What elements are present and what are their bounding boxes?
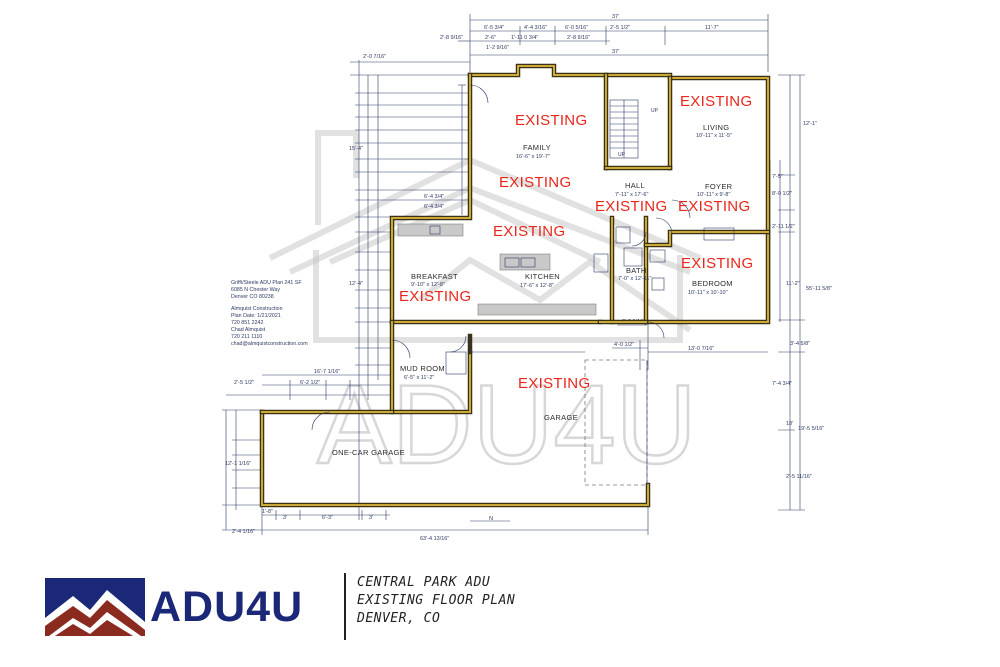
kitchen-room-size: 17'-6" x 12'-8" (520, 283, 554, 289)
svg-text:63'-4 13/16": 63'-4 13/16" (420, 536, 449, 542)
svg-text:37': 37' (612, 14, 619, 20)
svg-text:3'-4 5/8": 3'-4 5/8" (790, 341, 810, 347)
bath-room-name: BATH (626, 266, 647, 275)
svg-text:2'-6": 2'-6" (485, 35, 496, 41)
family-room-size: 16'-6" x 19'-7" (516, 154, 550, 160)
svg-text:4'-4 3/16": 4'-4 3/16" (524, 25, 547, 31)
logo-text: ADU4U (150, 583, 304, 631)
existing-label-hall: EXISTING (595, 198, 667, 215)
stairs: UP UP (609, 99, 659, 159)
info-line-2: 6085 N Chester Way (231, 287, 280, 293)
kitchen-room-name: KITCHEN (525, 272, 560, 281)
svg-text:6'-0 5/16": 6'-0 5/16" (565, 25, 588, 31)
existing-label-foyer: EXISTING (678, 198, 750, 215)
svg-text:6'-5 3/4": 6'-5 3/4" (484, 25, 504, 31)
svg-text:37': 37' (612, 49, 619, 55)
svg-text:19'-5 5/16": 19'-5 5/16" (798, 426, 824, 432)
kitchen-fixtures (397, 223, 735, 375)
svg-text:2'-8 9/16": 2'-8 9/16" (567, 35, 590, 41)
foyer-room-size: 10'-11" x 9'-8" (697, 192, 730, 198)
bedroom-room-size: 10'-11" x 10'-10" (688, 290, 728, 296)
info-line-8: Chad Almquist (231, 327, 266, 333)
existing-label-kitchen: EXISTING (493, 223, 565, 240)
svg-text:4'-0 1/2": 4'-0 1/2" (614, 342, 634, 348)
svg-text:1'-2 9/16": 1'-2 9/16" (486, 45, 509, 51)
svg-text:2'-0 7/16": 2'-0 7/16" (363, 54, 386, 60)
existing-label-family: EXISTING (515, 112, 587, 129)
svg-text:2'-5 1/2": 2'-5 1/2" (234, 380, 254, 386)
bedroom-room-name: BEDROOM (692, 279, 733, 288)
svg-text:16'-7 1/16": 16'-7 1/16" (314, 369, 340, 375)
svg-text:3': 3' (283, 515, 287, 521)
svg-text:6'-4 3/4": 6'-4 3/4" (424, 194, 444, 200)
svg-text:6'-3": 6'-3" (322, 515, 333, 521)
info-line-7: 720 851 2242 (231, 320, 264, 326)
existing-label-breakfast: EXISTING (399, 288, 471, 305)
garage-room-name: GARAGE (544, 413, 578, 422)
svg-text:12'-1 1/16": 12'-1 1/16" (225, 461, 251, 467)
svg-text:18': 18' (786, 421, 793, 427)
svg-text:1'-11 0 3/4": 1'-11 0 3/4" (511, 35, 538, 41)
existing-label-living: EXISTING (680, 93, 752, 110)
existing-label-family-south: EXISTING (499, 174, 571, 191)
svg-text:2'-11 1/2": 2'-11 1/2" (772, 224, 795, 230)
svg-text:7'-5": 7'-5" (772, 174, 783, 180)
svg-text:7'-4 3/4": 7'-4 3/4" (772, 381, 792, 387)
existing-label-garage: EXISTING (518, 375, 590, 392)
title-divider (344, 573, 346, 640)
mud-room-name: MUD ROOM (400, 364, 445, 373)
living-room-size: 10'-11" x 11'-5" (696, 133, 732, 139)
info-line-6: Plan Date: 1/21/2021 (231, 313, 281, 319)
garage-outline (470, 351, 648, 486)
svg-text:1'-8": 1'-8" (262, 509, 273, 515)
title-project-name: CENTRAL PARK ADU (357, 575, 491, 590)
svg-text:2'-4 1/16": 2'-4 1/16" (232, 529, 255, 535)
bath-room-size: 7'-0" x 12'-11" (618, 276, 651, 282)
house-walls (259, 63, 771, 508)
title-location: DENVER, CO (357, 611, 441, 626)
breakfast-room-name: BREAKFAST (411, 272, 458, 281)
living-room-name: LIVING (703, 123, 729, 132)
dimension-lines (222, 14, 805, 535)
one-car-garage-room-name: ONE-CAR GARAGE (332, 448, 405, 457)
existing-label-bedroom: EXISTING (681, 255, 753, 272)
hall-room-name: HALL (625, 181, 645, 190)
breakfast-room-size: 9'-10" x 12'-8" (411, 282, 445, 288)
svg-text:11'-7": 11'-7" (705, 25, 719, 31)
svg-text:UP: UP (618, 152, 626, 158)
svg-text:13'-0 7/16": 13'-0 7/16" (688, 346, 714, 352)
logo-mountain-icon (45, 578, 145, 636)
svg-text:2'-5 11/16": 2'-5 11/16" (786, 474, 812, 480)
door-swings (311, 84, 691, 431)
watermark-text: ADU4U (317, 362, 697, 487)
svg-text:N: N (489, 516, 493, 522)
svg-text:3': 3' (369, 515, 373, 521)
family-room-name: FAMILY (523, 143, 551, 152)
svg-text:12'-1": 12'-1" (803, 121, 817, 127)
svg-text:12'-4": 12'-4" (349, 281, 363, 287)
svg-text:15'-4": 15'-4" (349, 146, 363, 152)
svg-text:2'-5 1/2": 2'-5 1/2" (610, 25, 630, 31)
info-line-5: Almquist Construction (231, 306, 283, 312)
svg-text:UP: UP (651, 108, 659, 114)
title-drawing-name: EXISTING FLOOR PLAN (357, 593, 516, 608)
room-labels: FAMILY 16'-6" x 19'-7" HALL 7'-11" x 17'… (332, 123, 733, 457)
svg-text:6'-4 3/4": 6'-4 3/4" (424, 204, 444, 210)
existing-labels: EXISTING EXISTING EXISTING EXISTING EXIS… (399, 93, 753, 392)
hall-room-size: 7'-11" x 17'-6" (615, 192, 648, 198)
svg-text:6'-2 1/2": 6'-2 1/2" (300, 380, 320, 386)
svg-text:11'-2": 11'-2" (786, 281, 800, 287)
info-line-10: chad@almquistconstruction.com (231, 341, 308, 347)
info-line-3: Denver CO 80238 (231, 294, 274, 300)
info-line-1: Griffi/Steele ADU Plan 241 SF (231, 280, 302, 286)
info-line-9: 720 211 1110 (231, 334, 263, 340)
svg-text:8'-0 1/2": 8'-0 1/2" (772, 191, 792, 197)
svg-text:2'-8 9/16": 2'-8 9/16" (440, 35, 463, 41)
mud-room-size: 6'-5" x 11'-2" (404, 375, 434, 381)
svg-text:55'-11 5/8": 55'-11 5/8" (806, 286, 832, 292)
foyer-room-name: FOYER (705, 182, 733, 191)
